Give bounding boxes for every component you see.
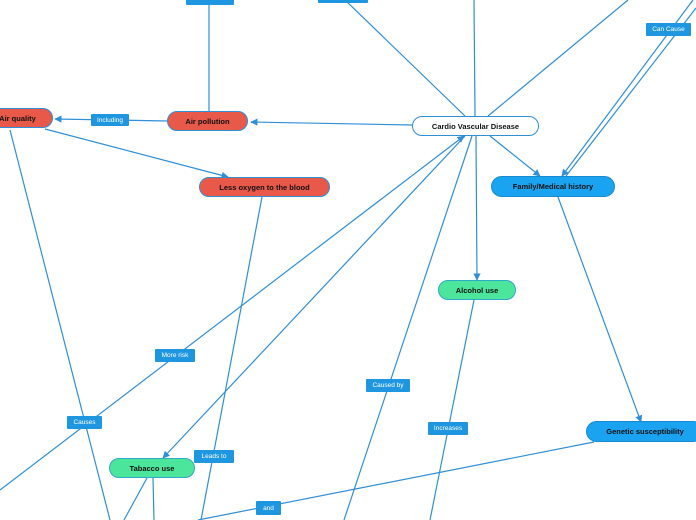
node-cardio-label: Cardio Vascular Disease: [431, 121, 520, 131]
link-and-text: and: [263, 504, 274, 512]
node-family-label: Family/Medical history: [512, 182, 594, 191]
node-alcohol-use[interactable]: Alcohol use: [438, 280, 516, 300]
edge-alcohol-down: [429, 299, 475, 520]
edge-cancause-2: [565, 7, 696, 177]
link-caused-by-text: Caused by: [372, 382, 404, 389]
link-label-more-risk[interactable]: More risk: [155, 349, 195, 362]
node-cardio-vascular-disease[interactable]: Cardio Vascular Disease: [412, 116, 539, 136]
link-leads-to-text: Leads to: [201, 453, 227, 460]
edge-cardio-topleft: [344, 0, 466, 117]
node-genetic-label: Genetic susceptibility: [606, 427, 684, 436]
edge-airquality-lessoxygen: [44, 128, 229, 179]
node-tobacco-label: Tabacco use: [129, 463, 175, 473]
edge-airquality-down: [9, 129, 111, 520]
edge-lessoxygen-down: [200, 196, 263, 520]
node-air-quality-label: Air quality: [0, 113, 36, 123]
node-family-medical-history[interactable]: Family/Medical history: [491, 176, 615, 197]
node-less-oxygen-label: Less oxygen to the blood: [219, 182, 310, 192]
link-label-including[interactable]: Including: [91, 114, 129, 126]
link-label-causes[interactable]: Causes: [67, 416, 102, 429]
link-can-cause-text: Can Cause: [652, 26, 685, 33]
link-label-caused-by[interactable]: Caused by: [366, 379, 410, 392]
node-air-quality[interactable]: Air quality: [0, 108, 53, 128]
edge-tobacco-down1: [123, 477, 148, 520]
node-alcohol-label: Alcohol use: [455, 285, 499, 295]
link-including-text: Including: [96, 116, 124, 124]
node-tobacco-use[interactable]: Tabacco use: [109, 458, 195, 478]
link-causes-text: Causes: [73, 419, 96, 426]
link-label-leads-to[interactable]: Leads to: [194, 450, 234, 463]
edge-cardio-airpollution: [250, 118, 413, 126]
edge-family-genetic: [557, 196, 643, 423]
node-air-pollution-label: Air pollution: [185, 116, 230, 126]
link-label-cutoff-middle[interactable]: [318, 0, 368, 3]
edge-cardio-top: [473, 0, 476, 117]
link-increases-text: Increases: [433, 425, 463, 432]
edge-morerisk-cardio: [0, 135, 465, 491]
edge-tobacco-down2: [152, 477, 155, 520]
edge-cardio-tobacco: [162, 135, 466, 459]
link-label-increases[interactable]: Increases: [428, 422, 468, 435]
node-genetic-susceptibility[interactable]: Genetic susceptibility: [586, 421, 696, 442]
edge-cardio-topright: [487, 0, 629, 117]
link-label-can-cause[interactable]: Can Cause: [646, 23, 691, 36]
edge-cardio-family: [489, 135, 541, 177]
edge-causedby: [343, 135, 473, 520]
link-label-cutoff-left[interactable]: [186, 0, 234, 5]
node-air-pollution[interactable]: Air pollution: [167, 111, 248, 131]
link-label-and[interactable]: and: [256, 501, 281, 515]
edge-cardio-alcohol: [473, 135, 481, 281]
link-more-risk-text: More risk: [161, 352, 189, 359]
node-less-oxygen[interactable]: Less oxygen to the blood: [199, 177, 330, 197]
